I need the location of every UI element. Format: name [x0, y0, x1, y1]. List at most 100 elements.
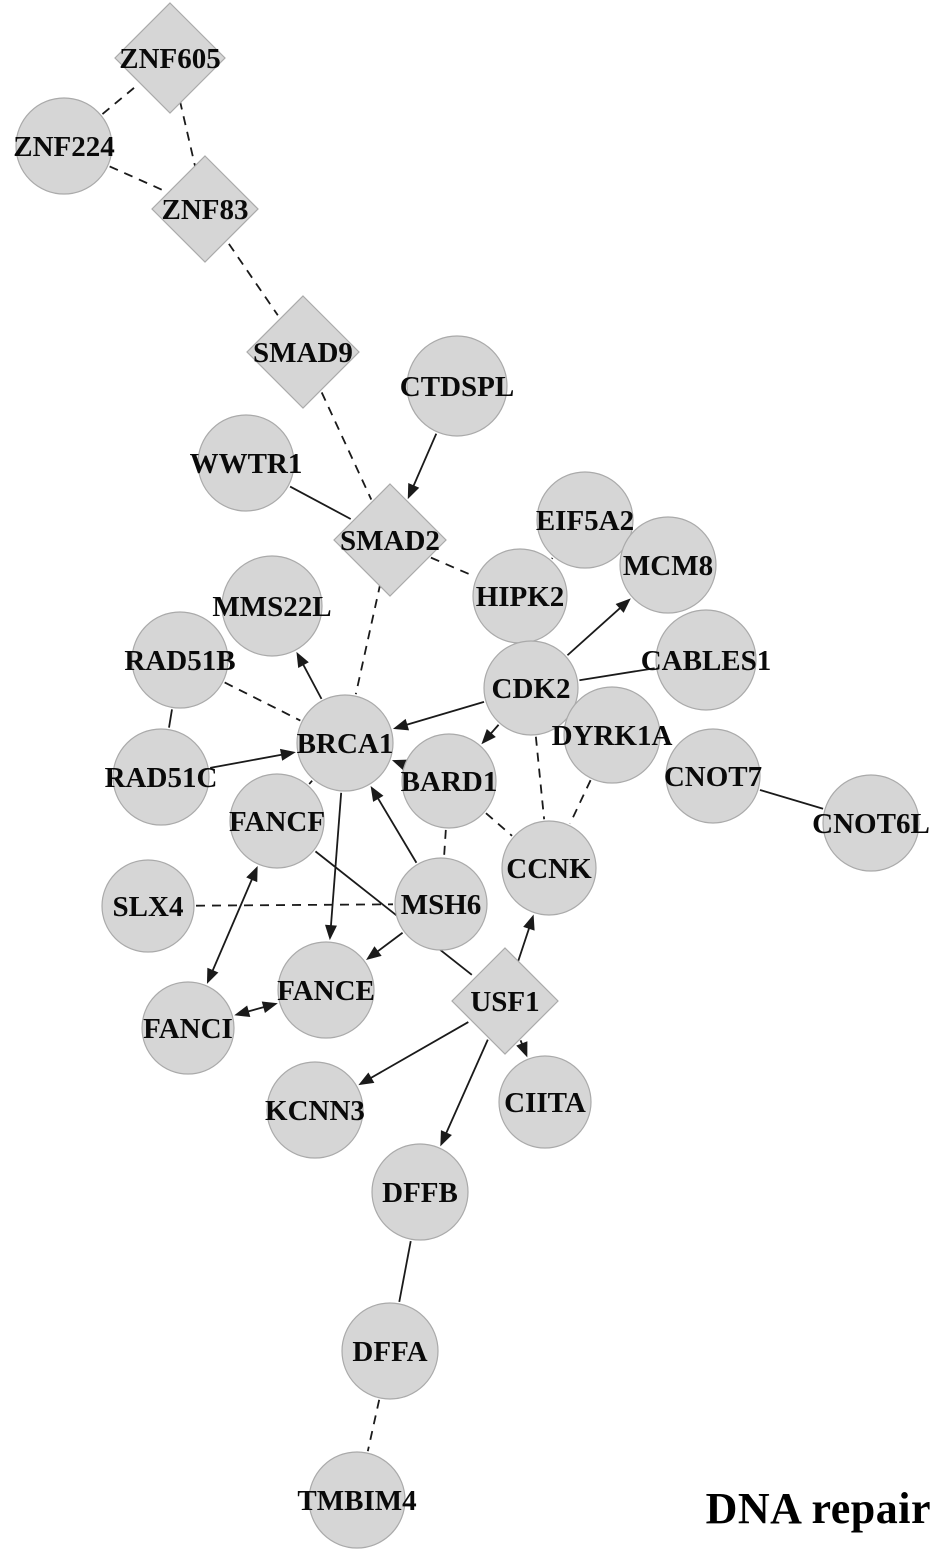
- node-CABLES1: CABLES1: [641, 609, 772, 711]
- node-MCM8: MCM8: [619, 516, 717, 614]
- edge-line: [485, 812, 513, 837]
- node-label: FANCI: [143, 1013, 233, 1045]
- circle-node-shape: [197, 414, 295, 512]
- node-label: CABLES1: [641, 645, 772, 677]
- edge-BRCA1-FANCF: [308, 780, 313, 785]
- node-label: BRCA1: [297, 728, 394, 760]
- arrowhead-icon: [516, 1041, 528, 1058]
- edge-line: [210, 752, 288, 769]
- node-label: CIITA: [504, 1087, 586, 1119]
- circle-node-shape: [131, 611, 229, 709]
- edge-ZNF224-ZNF605: [101, 85, 137, 115]
- node-DFFB: DFFB: [371, 1143, 469, 1241]
- node-label: BARD1: [401, 766, 498, 798]
- edge-line: [551, 557, 554, 560]
- circle-node-shape: [296, 694, 394, 792]
- arrowhead-icon: [392, 718, 410, 731]
- edge-line: [308, 780, 313, 785]
- edge-DFFB-DFFA: [398, 1240, 412, 1303]
- node-MMS22L: MMS22L: [212, 555, 332, 657]
- node-label: KCNN3: [265, 1095, 365, 1127]
- edge-USF1-CIITA: [516, 1039, 528, 1058]
- node-SMAD9: SMAD9: [246, 295, 360, 409]
- diamond-node-shape: [151, 155, 259, 263]
- circle-node-shape: [619, 516, 717, 614]
- node-RAD51B: RAD51B: [124, 611, 236, 709]
- node-label: SMAD2: [340, 525, 440, 557]
- edge-line: [179, 100, 197, 169]
- edge-line: [365, 1021, 469, 1082]
- node-FANCE: FANCE: [277, 941, 375, 1039]
- node-USF1: USF1: [451, 947, 559, 1055]
- circle-node-shape: [822, 774, 920, 872]
- diamond-node-shape: [114, 2, 226, 114]
- node-label: ZNF83: [162, 194, 249, 226]
- node-CTDSPL: CTDSPL: [400, 335, 514, 437]
- node-SMAD2: SMAD2: [333, 483, 447, 597]
- edge-line: [486, 724, 500, 739]
- node-label: SLX4: [113, 891, 184, 923]
- edge-line: [354, 583, 382, 695]
- node-BARD1: BARD1: [401, 733, 498, 829]
- node-TMBIM4: TMBIM4: [297, 1451, 417, 1549]
- circle-node-shape: [406, 335, 508, 437]
- edge-line: [329, 792, 343, 932]
- edge-line: [314, 850, 473, 976]
- edge-EIF5A2-HIPK2: [551, 557, 554, 560]
- node-label: DFFB: [382, 1177, 458, 1209]
- node-label: CCNK: [506, 853, 592, 885]
- edge-SLX4-MSH6: [195, 903, 394, 907]
- edge-CNOT7-CNOT6L: [759, 789, 824, 810]
- arrowhead-icon: [261, 1001, 278, 1014]
- edge-line: [109, 165, 167, 193]
- edge-line: [320, 392, 373, 500]
- circle-node-shape: [101, 859, 195, 953]
- node-label: TMBIM4: [297, 1485, 416, 1517]
- node-label: CDK2: [492, 673, 571, 705]
- edge-CDK2-BRCA1: [392, 701, 485, 731]
- node-label: EIF5A2: [536, 505, 634, 537]
- figure-title: DNA repair: [705, 1484, 931, 1533]
- edge-DYRK1A-CCNK: [569, 779, 592, 825]
- node-label: DFFA: [352, 1336, 427, 1368]
- node-HIPK2: HIPK2: [472, 548, 568, 644]
- edge-FANCF-FANCI: [206, 866, 258, 984]
- diamond-node-shape: [246, 295, 360, 409]
- node-FANCF: FANCF: [229, 773, 325, 869]
- edge-CDK2-MCM8: [566, 598, 631, 656]
- edge-line: [430, 556, 476, 578]
- node-BRCA1: BRCA1: [296, 694, 394, 792]
- edge-line: [209, 873, 255, 976]
- edge-line: [410, 433, 438, 492]
- circle-node-shape: [221, 555, 323, 657]
- node-KCNN3: KCNN3: [265, 1061, 365, 1159]
- edge-SMAD9-SMAD2: [320, 392, 373, 500]
- node-ZNF224: ZNF224: [13, 97, 115, 195]
- arrowhead-icon: [234, 1005, 251, 1018]
- node-label: ZNF224: [13, 131, 115, 163]
- node-label: RAD51C: [105, 762, 218, 794]
- edge-BRCA1-MMS22L: [296, 651, 323, 700]
- edge-line: [579, 667, 655, 682]
- edge-line: [101, 85, 137, 115]
- edge-line: [366, 1399, 381, 1452]
- edge-DFFA-TMBIM4: [366, 1399, 381, 1452]
- node-CDK2: CDK2: [483, 640, 579, 736]
- edge-line: [374, 793, 418, 864]
- nodes-layer: ZNF605ZNF224ZNF83SMAD9CTDSPLWWTR1SMAD2EI…: [13, 2, 930, 1549]
- edge-line: [289, 485, 352, 520]
- node-CIITA: CIITA: [498, 1055, 592, 1149]
- arrowhead-icon: [440, 1130, 452, 1147]
- edge-BARD1-CCNK: [485, 812, 513, 837]
- node-label: DYRK1A: [552, 720, 673, 752]
- circle-node-shape: [341, 1302, 439, 1400]
- arrowhead-icon: [206, 967, 219, 984]
- arrowhead-icon: [279, 748, 296, 761]
- edge-line: [299, 659, 323, 700]
- edge-SMAD2-BRCA1: [354, 583, 382, 695]
- arrowhead-icon: [523, 914, 535, 931]
- circle-node-shape: [655, 609, 757, 711]
- node-label: MMS22L: [212, 591, 331, 623]
- node-DYRK1A: DYRK1A: [552, 686, 673, 784]
